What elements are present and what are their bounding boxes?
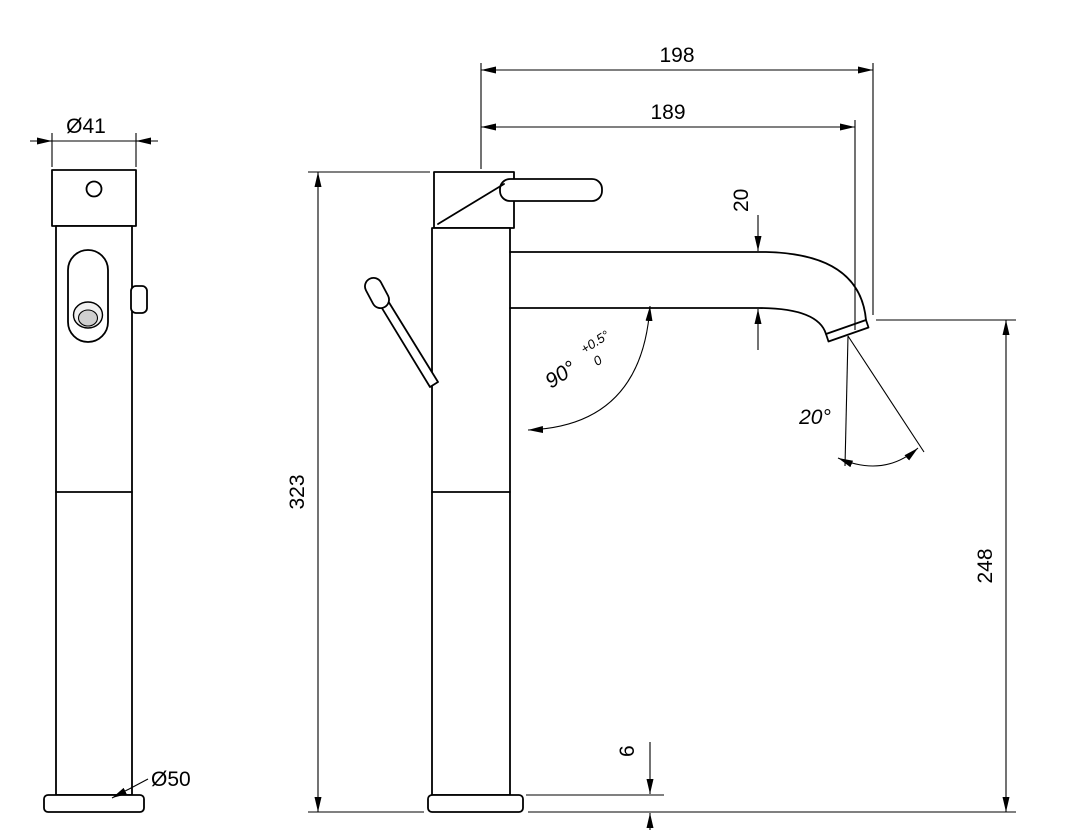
side-handle-base-line	[437, 183, 505, 225]
front-head-cap	[51, 169, 137, 227]
angle-flow-line	[847, 335, 925, 453]
front-base-flange	[43, 794, 145, 813]
label-spout-outlet-height: 248	[974, 548, 997, 583]
label-base-plate-height: 6	[616, 745, 639, 757]
dim-spout-reach: 189	[481, 101, 856, 330]
dim-spout-tube-diameter: 20	[730, 189, 762, 350]
dim-spout-outlet-height: 248	[528, 319, 1016, 813]
label-handle-angle-value: 90°	[541, 357, 580, 394]
front-head-screw	[85, 180, 103, 198]
label-handle-swing-angle: 90° +0.5° 0	[541, 327, 612, 394]
front-side-lever-tip	[130, 285, 148, 314]
dim-head-diameter: Ø41	[30, 115, 158, 167]
spout-outer-profile	[509, 251, 867, 321]
leader-line	[111, 778, 149, 799]
dim-base-plate-height: 6	[526, 742, 664, 830]
label-overall-reach: 198	[659, 44, 694, 67]
dim-handle-swing-angle: 90° +0.5° 0	[527, 305, 653, 433]
label-base-diameter: Ø50	[151, 768, 191, 791]
side-view	[364, 171, 870, 813]
side-lever-rod	[376, 295, 439, 388]
label-spout-reach: 189	[650, 101, 685, 124]
label-spout-tilt-angle: 20°	[798, 406, 831, 429]
side-base-flange	[427, 794, 524, 813]
front-aerator-mesh	[77, 309, 99, 327]
spout-aerator-band	[825, 319, 870, 343]
label-spout-tube-diameter: 20	[730, 189, 753, 212]
label-overall-height: 323	[286, 474, 309, 509]
side-lever-knob	[364, 276, 390, 310]
dim-spout-tilt-angle: 20°	[798, 335, 925, 468]
angle-arc	[837, 447, 919, 468]
spout-inner-profile	[509, 307, 827, 335]
dim-overall-reach: 198	[480, 44, 874, 315]
side-body-column	[431, 227, 511, 796]
front-view	[43, 169, 148, 813]
dim-base-diameter: Ø50	[111, 768, 191, 799]
angle-arc	[527, 305, 653, 433]
side-handle-lever	[499, 178, 603, 202]
label-handle-angle-tol-minus: 0	[591, 352, 606, 369]
label-head-diameter: Ø41	[66, 115, 106, 138]
dim-overall-height: 323	[286, 171, 430, 813]
angle-reference-line	[844, 335, 849, 467]
